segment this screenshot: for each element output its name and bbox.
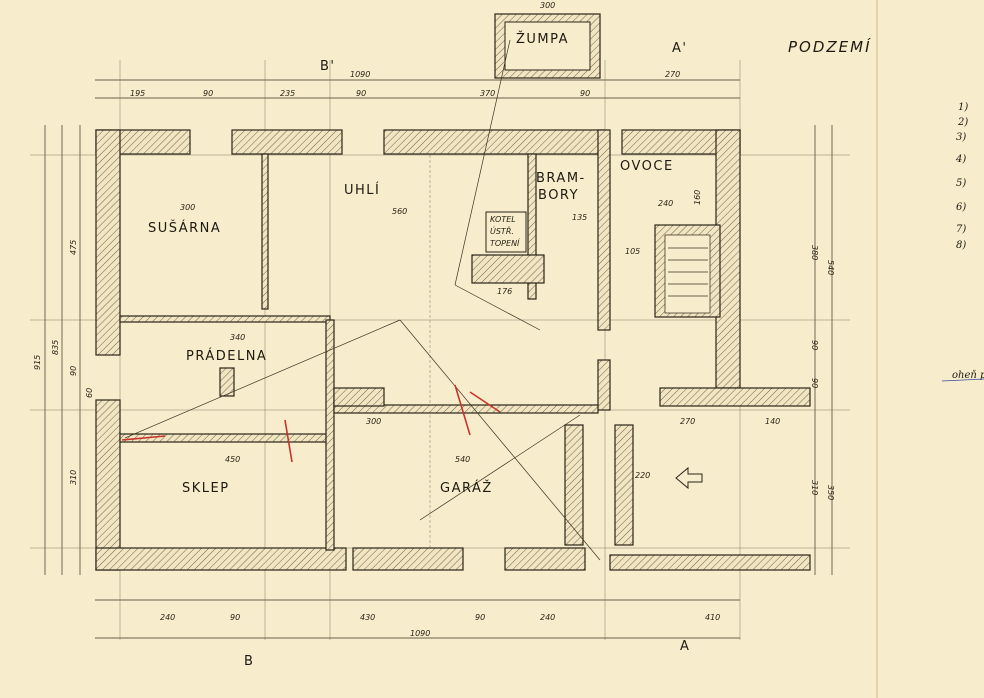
dim-inner: 540 <box>455 455 470 464</box>
dim-right: 380 <box>810 245 819 260</box>
dim-right: 310 <box>810 480 819 495</box>
dim-inner: 220 <box>635 471 650 480</box>
legend-item: 3) <box>956 132 966 143</box>
dim-left: 835 <box>51 340 60 355</box>
dim-inner: 300 <box>366 417 381 426</box>
zumpa-tank <box>494 13 601 79</box>
boiler-label-2: ÚSTŘ. <box>490 225 514 236</box>
section-mark-b-bottom: B <box>244 654 254 669</box>
dim-top: 90 <box>356 89 366 98</box>
room-brambory-1: BRAM- <box>536 171 586 186</box>
dim-inner: 450 <box>225 455 240 464</box>
room-uhli: UHLÍ <box>344 182 380 198</box>
dim-inner: 176 <box>497 287 512 296</box>
dim-left: 310 <box>69 470 78 485</box>
dim-inner: 240 <box>658 199 673 208</box>
section-mark-b-top: B' <box>320 59 336 74</box>
section-mark-a-top: A' <box>672 41 687 56</box>
dim-bottom: 240 <box>160 613 175 622</box>
dim-left: 60 <box>85 388 94 398</box>
dim-inner: 160 <box>693 190 702 205</box>
room-zumpa: ŽUMPA <box>516 31 569 47</box>
dim-right: 90 <box>810 340 819 350</box>
dim-bottom: 90 <box>475 613 485 622</box>
room-pradelna: PRÁDELNA <box>186 348 267 364</box>
dim-right: 350 <box>826 485 835 500</box>
legend-list: 1) 2) 3) 4) 5) 6) 7) 8) <box>955 102 968 251</box>
dim-right: 90 <box>810 378 819 388</box>
dim-top: 270 <box>665 70 680 79</box>
dim-top-total: 1090 <box>350 70 370 79</box>
stairs[interactable] <box>668 247 708 297</box>
legend-item: 5) <box>956 178 966 189</box>
dim-inner: 270 <box>680 417 695 426</box>
section-mark-a-bottom: A <box>680 639 690 654</box>
dim-inner: 140 <box>765 417 780 426</box>
dim-top: 235 <box>280 89 295 98</box>
plan-title: PODZEMÍ <box>788 37 872 56</box>
dim-bottom: 410 <box>705 613 720 622</box>
dim-inner: 340 <box>230 333 245 342</box>
handwritten-note: oheň p <box>952 370 984 381</box>
dim-inner: 135 <box>572 213 587 222</box>
boiler-box <box>485 211 527 253</box>
room-ovoce: OVOCE <box>620 159 674 174</box>
drainage-lines <box>124 39 601 561</box>
dim-inner: 105 <box>625 247 640 256</box>
walls <box>95 129 811 571</box>
dim-inner: 300 <box>180 203 195 212</box>
legend-item: 8) <box>956 240 966 251</box>
note-underline <box>941 378 984 382</box>
dim-top: 370 <box>480 89 495 98</box>
entrance-arrow-icon <box>675 466 703 490</box>
legend-item: 4) <box>955 154 966 165</box>
dim-top: 195 <box>130 89 145 98</box>
dim-top: 90 <box>580 89 590 98</box>
dim-inner: 560 <box>392 207 407 216</box>
dim-right: 540 <box>826 260 835 275</box>
dim-bottom: 240 <box>540 613 555 622</box>
dim-left: 90 <box>69 366 78 376</box>
room-susarna: SUŠÁRNA <box>148 220 221 236</box>
dim-zumpa: 300 <box>540 1 555 10</box>
dim-bottom: 90 <box>230 613 240 622</box>
dim-left: 475 <box>69 240 78 255</box>
legend-item: 6) <box>956 202 966 213</box>
dim-left: 915 <box>33 355 42 370</box>
room-garaz: GARÁŽ <box>440 480 493 496</box>
legend-item: 2) <box>957 117 968 128</box>
boiler-label-1: KOTEL <box>490 215 516 224</box>
dim-bottom-total: 1090 <box>410 629 430 638</box>
boiler-label-3: TOPENÍ <box>490 237 521 248</box>
room-sklep: SKLEP <box>182 481 230 496</box>
legend-item: 1) <box>958 102 968 113</box>
dim-bottom: 430 <box>360 613 375 622</box>
legend-item: 7) <box>956 224 966 235</box>
room-brambory-2: BORY <box>538 188 579 203</box>
red-annotations <box>121 384 501 463</box>
dim-top: 90 <box>203 89 213 98</box>
